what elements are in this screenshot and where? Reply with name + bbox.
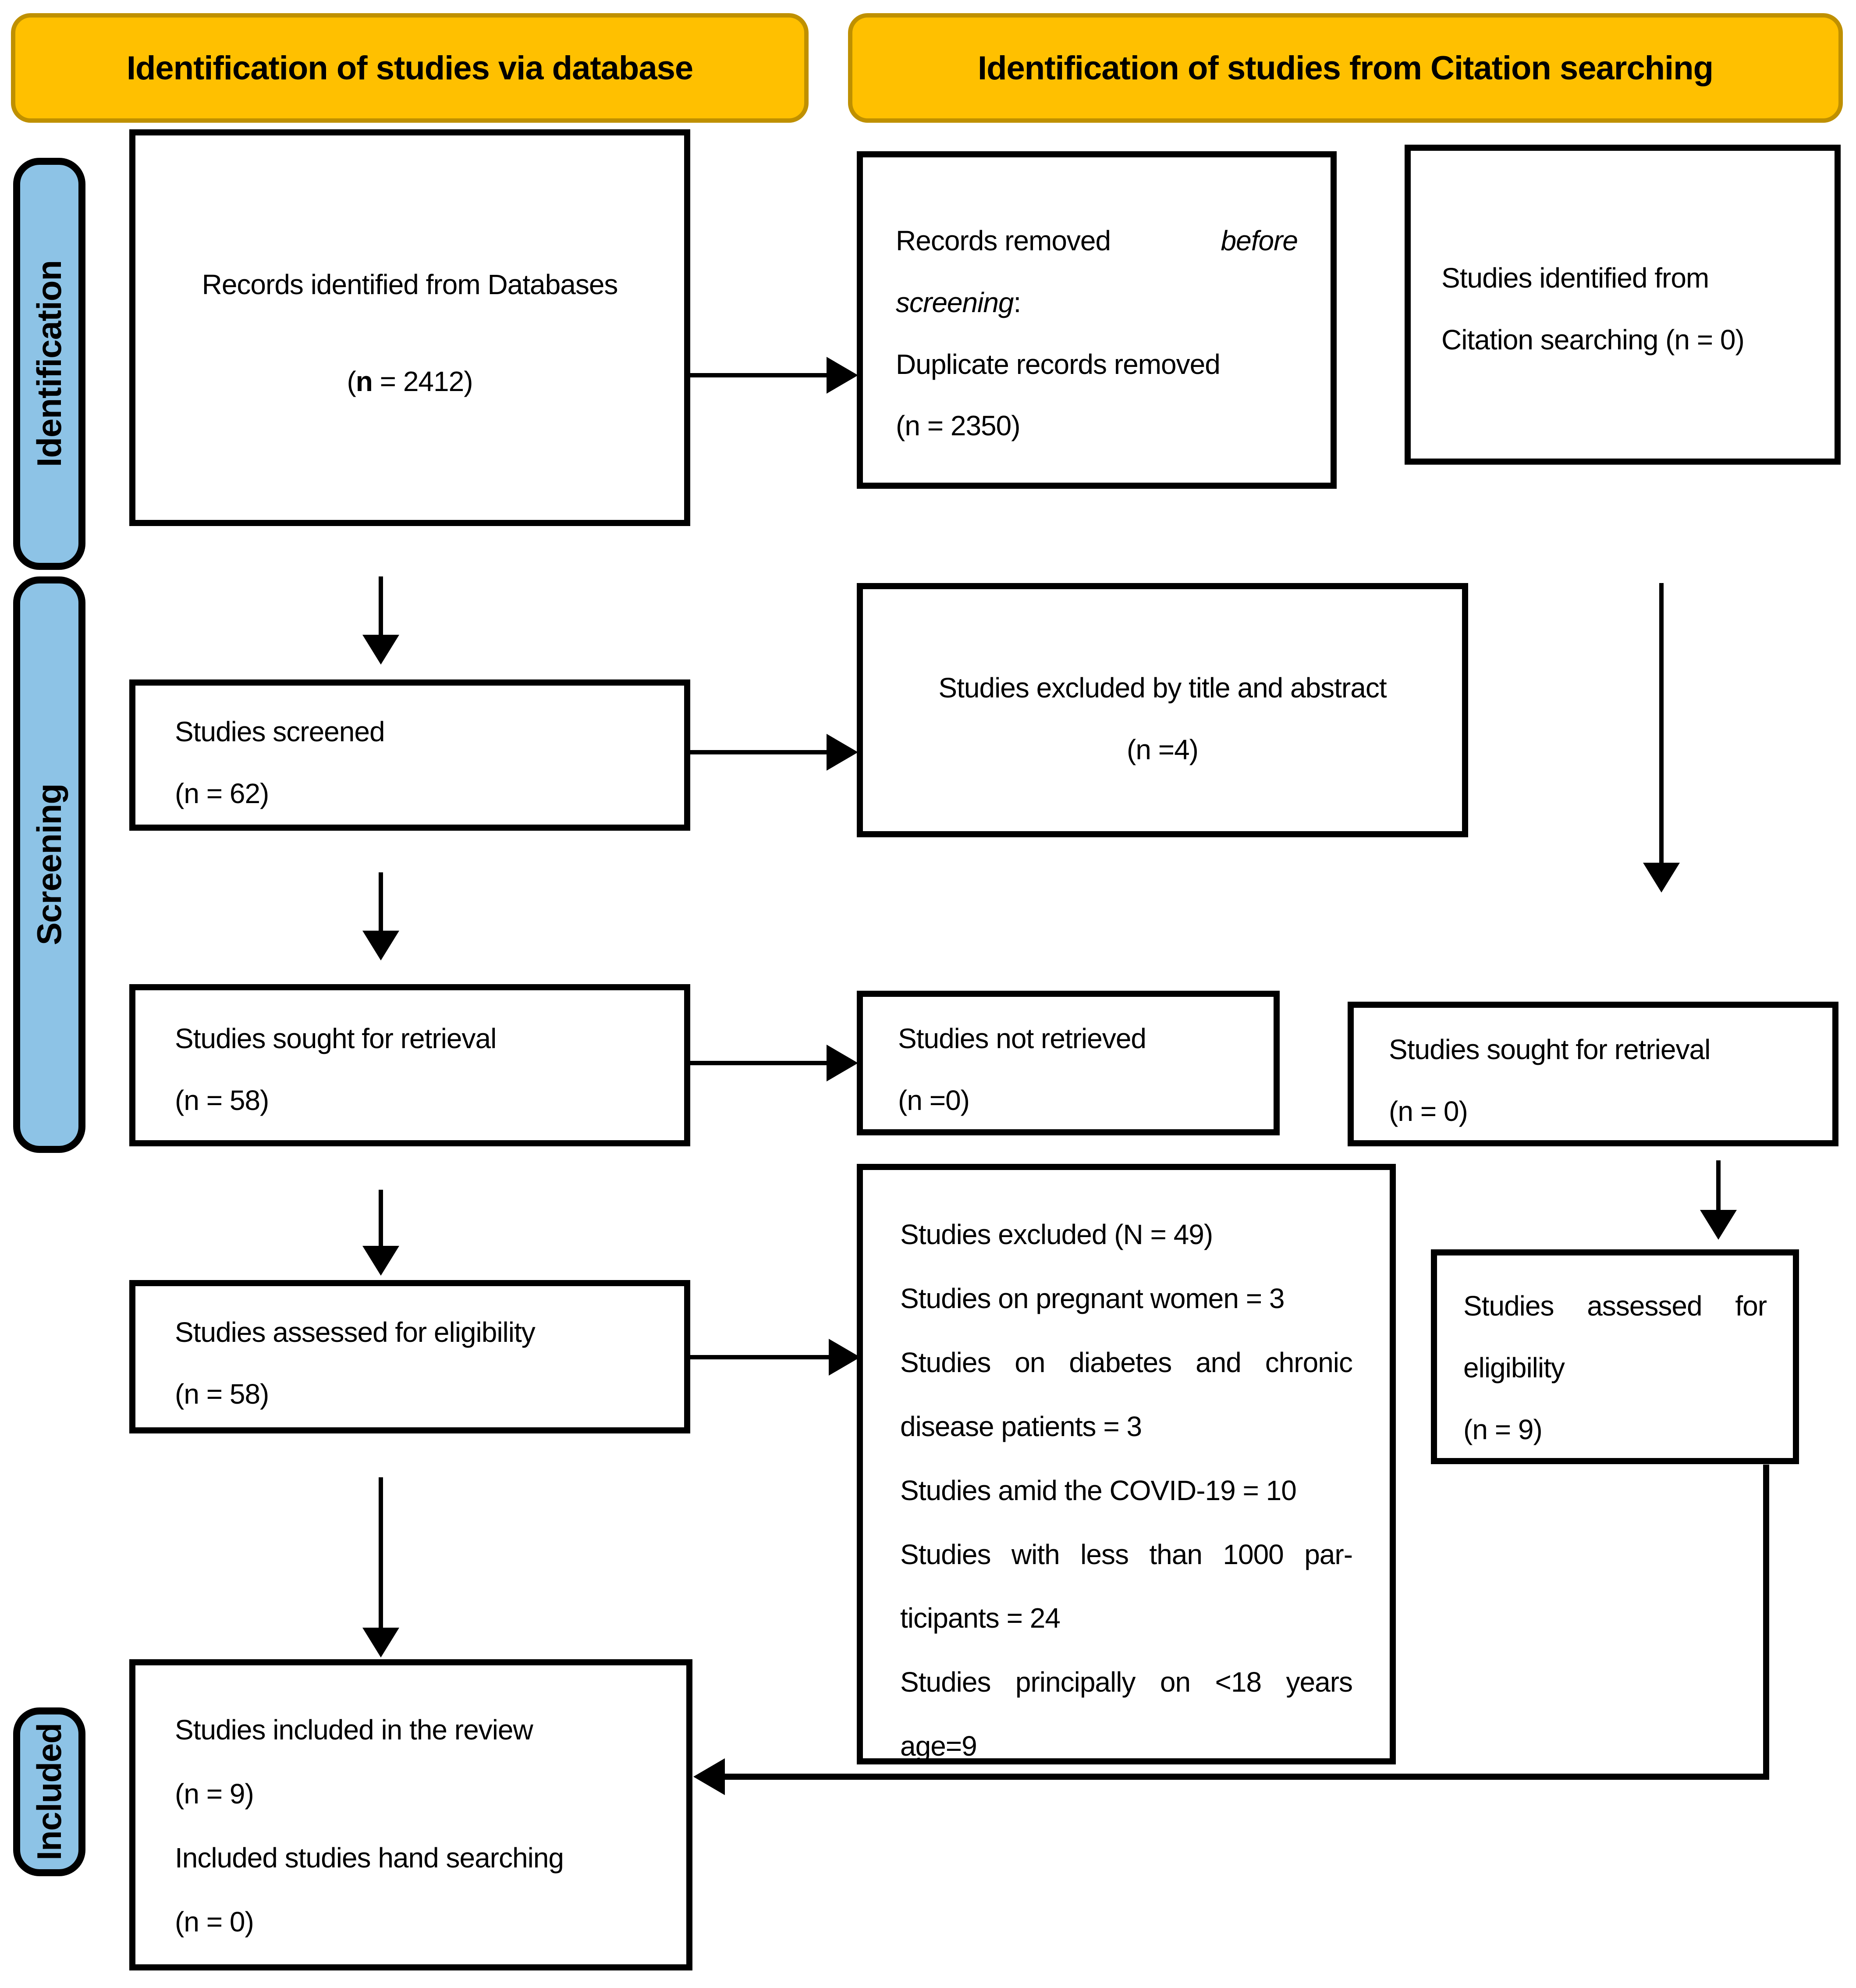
included-review-line3: Included studies hand searching — [175, 1842, 564, 1874]
arrow-sought-right-to-assessed-right-line — [1716, 1160, 1721, 1211]
records-identified-n: n — [355, 365, 373, 397]
excluded-title-abstract-line2: (n =4) — [1127, 733, 1199, 765]
box-sought-retrieval-right: Studies sought for retrieval (n = 0) — [1348, 1002, 1838, 1146]
stage-label-screening: Screening — [13, 576, 85, 1153]
box-assessed-left: Studies assessed for eligibility (n = 58… — [129, 1280, 690, 1433]
excluded-details-line3: Studies on diabetes and chronic — [900, 1346, 1353, 1378]
assessed-right-line1: Studies assessed for — [1463, 1290, 1767, 1322]
citation-identified-line1: Studies identified from — [1441, 262, 1709, 294]
header-identification-citation-label: Identification of studies from Citation … — [977, 49, 1714, 87]
arrow-screened-to-sought-head-icon — [362, 931, 399, 960]
arrow-sought-to-notretrieved-line — [690, 1061, 830, 1065]
excluded-title-abstract-line1: Studies excluded by title and abstract — [938, 672, 1387, 704]
excluded-details-line9: age=9 — [900, 1730, 977, 1762]
excluded-details-line5: Studies amid the COVID-19 = 10 — [900, 1474, 1297, 1506]
included-review-line1: Studies included in the review — [175, 1714, 533, 1746]
box-citation-identified: Studies identified from Citation searchi… — [1405, 145, 1841, 465]
connector-assessed-right-horizontal-line — [723, 1774, 1769, 1780]
excluded-details-line8: Studies principally on <18 years — [900, 1666, 1353, 1698]
records-removed-line2: screening: — [896, 286, 1021, 318]
included-review-line4: (n = 0) — [175, 1906, 254, 1938]
assessed-right-line2: eligibility — [1463, 1351, 1565, 1383]
excluded-details-line7: ticipants = 24 — [900, 1602, 1061, 1634]
stage-label-included: Included — [13, 1707, 85, 1876]
arrow-assessed-to-excluded-details-line — [690, 1355, 833, 1359]
box-records-removed: Records removed before screening: Duplic… — [857, 151, 1337, 489]
arrow-screened-to-sought-line — [379, 872, 383, 932]
arrow-sought-right-to-assessed-right-head-icon — [1700, 1210, 1737, 1240]
not-retrieved-line1: Studies not retrieved — [898, 1023, 1146, 1054]
records-removed-line4: (n = 2350) — [896, 410, 1021, 442]
arrow-screened-to-excluded-head-icon — [827, 734, 858, 771]
not-retrieved-line2: (n =0) — [898, 1084, 970, 1116]
excluded-details-line1: Studies excluded (N = 49) — [900, 1219, 1213, 1250]
assessed-left-line1: Studies assessed for eligibility — [175, 1316, 536, 1348]
box-not-retrieved: Studies not retrieved (n =0) — [857, 991, 1280, 1135]
arrow-sought-to-assessed-line — [379, 1190, 383, 1247]
excluded-details-line2: Studies on pregnant women = 3 — [900, 1282, 1285, 1314]
assessed-right-line3: (n = 9) — [1463, 1413, 1543, 1445]
arrow-into-included-head-icon — [693, 1758, 725, 1795]
sought-retrieval-right-line2: (n = 0) — [1389, 1095, 1468, 1127]
arrow-assessed-to-excluded-details-head-icon — [829, 1339, 860, 1376]
arrow-screened-to-excluded-line — [690, 750, 830, 754]
records-removed-screening-italic: screening — [896, 286, 1014, 318]
header-identification-database: Identification of studies via database — [11, 13, 809, 123]
included-review-line2: (n = 9) — [175, 1778, 254, 1810]
connector-assessed-right-down-line — [1763, 1465, 1769, 1780]
sought-retrieval-left-line1: Studies sought for retrieval — [175, 1023, 497, 1054]
stage-label-identification: Identification — [13, 158, 85, 570]
studies-screened-line1: Studies screened — [175, 716, 385, 747]
box-records-identified: Records identified from Databases (n = 2… — [129, 129, 690, 526]
records-identified-line2: (n = 2412) — [347, 365, 473, 397]
sought-retrieval-right-line1: Studies sought for retrieval — [1389, 1034, 1711, 1065]
assessed-left-line2: (n = 58) — [175, 1378, 269, 1410]
arrow-citation-to-sought-head-icon — [1643, 863, 1680, 893]
box-assessed-right: Studies assessed for eligibility (n = 9) — [1431, 1249, 1799, 1464]
sought-retrieval-left-line2: (n = 58) — [175, 1084, 269, 1116]
records-removed-before-italic: before — [1221, 225, 1298, 256]
arrow-records-to-removed-line — [690, 373, 830, 377]
citation-identified-line2: Citation searching (n = 0) — [1441, 324, 1745, 356]
header-identification-citation: Identification of studies from Citation … — [848, 13, 1843, 123]
arrow-records-to-screened-line — [379, 576, 383, 636]
box-studies-screened: Studies screened (n = 62) — [129, 679, 690, 831]
arrow-citation-to-sought-line — [1659, 583, 1664, 864]
box-excluded-details: Studies excluded (N = 49) Studies on pre… — [857, 1164, 1396, 1764]
arrow-records-to-removed-head-icon — [827, 357, 858, 394]
arrow-assessed-to-included-head-icon — [362, 1628, 399, 1657]
excluded-details-line4: disease patients = 3 — [900, 1410, 1142, 1442]
stage-label-identification-text: Identification — [30, 260, 68, 467]
stage-label-included-text: Included — [30, 1723, 68, 1860]
excluded-details-line6: Studies with less than 1000 par- — [900, 1538, 1353, 1570]
arrow-records-to-screened-head-icon — [362, 635, 399, 665]
header-identification-database-label: Identification of studies via database — [126, 49, 693, 87]
studies-screened-line2: (n = 62) — [175, 777, 269, 809]
arrow-assessed-to-included-line — [379, 1477, 383, 1629]
stage-label-screening-text: Screening — [30, 784, 68, 946]
box-included-review: Studies included in the review (n = 9) I… — [129, 1659, 692, 1970]
arrow-sought-to-assessed-head-icon — [362, 1246, 399, 1276]
box-sought-retrieval-left: Studies sought for retrieval (n = 58) — [129, 984, 690, 1146]
records-identified-line1: Records identified from Databases — [202, 269, 618, 300]
box-excluded-title-abstract: Studies excluded by title and abstract (… — [857, 583, 1468, 837]
arrow-sought-to-notretrieved-head-icon — [827, 1045, 858, 1081]
records-removed-line1: Records removed before — [896, 210, 1298, 272]
records-removed-line3: Duplicate records removed — [896, 348, 1221, 380]
